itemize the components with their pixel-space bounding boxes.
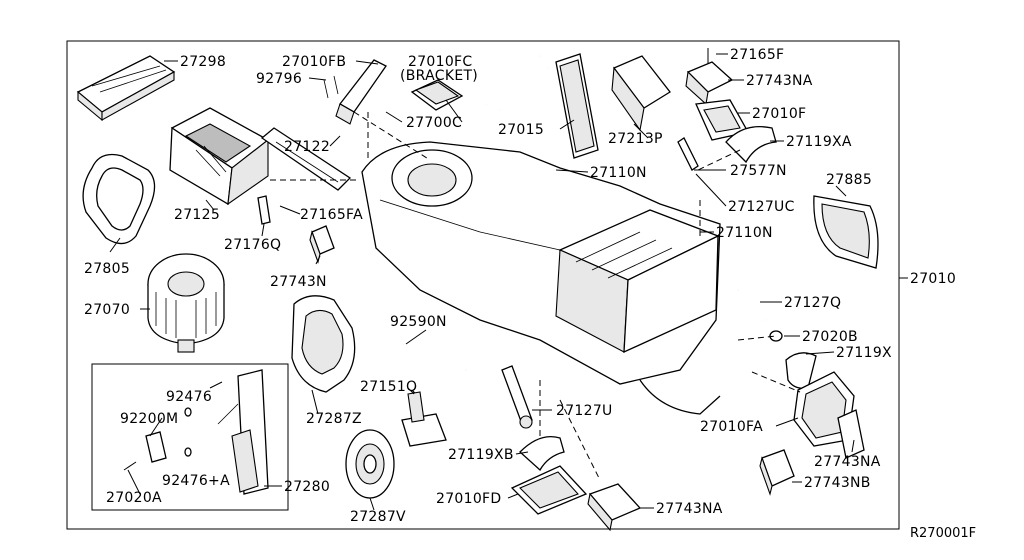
resistor-part bbox=[401, 391, 447, 447]
actuator-27743n-part bbox=[309, 225, 335, 264]
label-27743na-right: 27743NA bbox=[814, 454, 881, 470]
cabin-filter-part bbox=[76, 55, 176, 122]
hose-27127q-part bbox=[736, 283, 769, 321]
label-27010fc-note: (BRACKET) bbox=[400, 68, 478, 84]
pin-27020a-part bbox=[123, 461, 137, 471]
filter-housing-part bbox=[169, 107, 270, 206]
label-27743n: 27743N bbox=[270, 274, 327, 290]
label-27010: 27010 bbox=[910, 271, 956, 287]
label-27805: 27805 bbox=[84, 261, 130, 277]
label-27110n-top: 27110N bbox=[590, 165, 647, 181]
label-27020b: 27020B bbox=[802, 329, 858, 345]
part-labels: 27298 27010FB 27010FC (BRACKET) 92796 27… bbox=[84, 47, 956, 525]
bracket-fa-part bbox=[793, 371, 855, 447]
link-27119xb-part bbox=[519, 435, 565, 472]
actuator-right-part bbox=[837, 409, 865, 459]
label-27743nb: 27743NB bbox=[804, 475, 871, 491]
clip-part bbox=[257, 195, 271, 225]
hvac-housing-part bbox=[361, 141, 721, 415]
drain-hose-part bbox=[402, 343, 467, 372]
seal-ring-part bbox=[82, 153, 156, 245]
side-duct-part bbox=[813, 195, 879, 269]
label-27119x: 27119X bbox=[836, 345, 892, 361]
label-27070: 27070 bbox=[84, 302, 130, 318]
evaporator-27280-part bbox=[217, 369, 269, 495]
label-27127q: 27127Q bbox=[784, 295, 841, 311]
label-27010fc: 27010FC bbox=[408, 54, 472, 70]
label-92590n: 92590N bbox=[390, 314, 447, 330]
label-27176q: 27176Q bbox=[224, 237, 281, 253]
blower-motor-part bbox=[147, 253, 225, 353]
label-27287v: 27287V bbox=[350, 509, 406, 525]
duct-bar-part bbox=[260, 127, 352, 191]
leader-lines bbox=[109, 53, 855, 511]
inset-frame bbox=[91, 363, 289, 511]
label-27010fa: 27010FA bbox=[700, 419, 763, 435]
oring-92476-part bbox=[184, 407, 192, 457]
label-27743na-top: 27743NA bbox=[746, 73, 813, 89]
assembly-guides bbox=[270, 111, 801, 481]
connector-92200m-part bbox=[145, 431, 167, 463]
label-27015: 27015 bbox=[498, 122, 544, 138]
label-27010fb: 27010FB bbox=[282, 54, 346, 70]
reference-code: R270001F bbox=[910, 526, 976, 541]
label-92476a: 92476+A bbox=[162, 473, 230, 489]
label-27119xb: 27119XB bbox=[448, 447, 514, 463]
label-27119xa: 27119XA bbox=[786, 134, 852, 150]
aspirator-part bbox=[611, 55, 671, 132]
label-27125: 27125 bbox=[174, 207, 220, 223]
diagram-frame bbox=[66, 40, 900, 530]
bracket-fc-part bbox=[410, 79, 464, 111]
label-27280: 27280 bbox=[284, 479, 330, 495]
label-27020a: 27020A bbox=[106, 490, 162, 506]
link-bracket-part bbox=[695, 99, 749, 141]
actuator-bottom-part bbox=[587, 483, 642, 532]
label-27743na-bottom: 27743NA bbox=[656, 501, 723, 517]
label-27700c: 27700C bbox=[406, 115, 462, 131]
label-27213p: 27213P bbox=[608, 131, 663, 147]
label-92796: 92796 bbox=[256, 71, 302, 87]
scroll-housing-part bbox=[291, 295, 356, 393]
label-92476: 92476 bbox=[166, 389, 212, 405]
label-27110n-mid: 27110N bbox=[716, 225, 773, 241]
bracket-fb-part bbox=[323, 59, 387, 125]
lever-27127u-part bbox=[501, 365, 533, 429]
label-27298: 27298 bbox=[180, 54, 226, 70]
label-27010fd: 27010FD bbox=[436, 491, 501, 507]
ring-27020b-part bbox=[769, 330, 783, 342]
label-27122: 27122 bbox=[284, 139, 330, 155]
label-27151q: 27151Q bbox=[360, 379, 417, 395]
label-27010f: 27010F bbox=[752, 106, 806, 122]
label-27165fa: 27165FA bbox=[300, 207, 363, 223]
label-92200m: 92200M bbox=[120, 411, 178, 427]
label-27127uc: 27127UC bbox=[728, 199, 795, 215]
actuator-top-part bbox=[685, 48, 734, 106]
label-27165f: 27165F bbox=[730, 47, 784, 63]
label-27885: 27885 bbox=[826, 172, 872, 188]
lever-27577n-part bbox=[677, 137, 699, 171]
label-27287z: 27287Z bbox=[306, 411, 362, 427]
motor-cover-part bbox=[345, 429, 395, 499]
label-27577n: 27577N bbox=[730, 163, 787, 179]
heater-core-part bbox=[484, 45, 599, 159]
bracket-fd-part bbox=[510, 465, 588, 515]
actuator-nb-part bbox=[759, 449, 795, 496]
link-lever-part bbox=[725, 125, 777, 164]
label-27127u: 27127U bbox=[556, 403, 613, 419]
